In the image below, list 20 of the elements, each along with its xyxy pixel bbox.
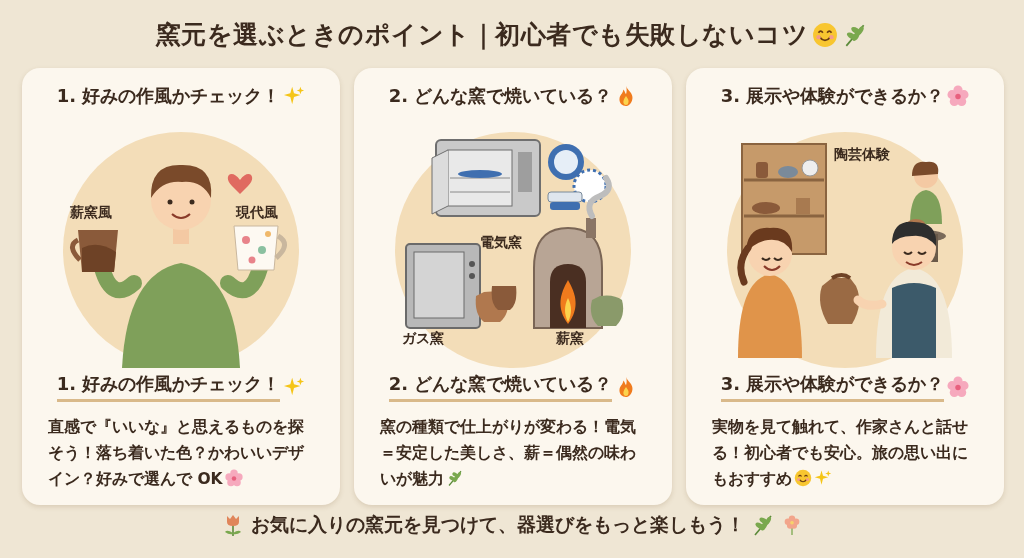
card-description: 実物を見て触れて、作家さんと話せる！初心者でも安心。旅の思い出にもおすすめ — [712, 417, 969, 490]
card-heading: 2. どんな窯で焼いている？ — [388, 84, 613, 108]
card-subheading: 1. 好みの作風かチェック！ — [56, 372, 281, 402]
card-subheading: 3. 展示や体験ができるか？ — [720, 372, 945, 402]
illustration-label: 陶芸体験 — [834, 146, 890, 164]
illustration-label: 電気窯 — [480, 234, 522, 252]
illustration-label: 薪窯 — [556, 330, 584, 348]
illustration-label: 現代風 — [236, 204, 278, 222]
card-subheading: 2. どんな窯で焼いている？ — [388, 372, 613, 402]
illustration-label: 薪窯風 — [70, 204, 112, 222]
card-description: 直感で『いいな』と思えるものを探そう！落ち着いた色？かわいいデザイン？好みで選んで OK — [48, 417, 305, 490]
point-card — [22, 68, 340, 505]
point-card — [354, 68, 672, 505]
card-heading: 3. 展示や体験ができるか？ — [720, 84, 945, 108]
point-card — [686, 68, 1004, 505]
illustration-label: ガス窯 — [402, 330, 444, 348]
footer-message: お気に入りの窯元を見つけて、器選びをもっと楽しもう！ — [251, 512, 745, 537]
title-text: 窯元を選ぶときのポイント｜初心者でも失敗しないコツ — [155, 19, 809, 51]
card-heading: 1. 好みの作風かチェック！ — [56, 84, 281, 108]
card-description: 窯の種類で仕上がりが変わる！電気＝安定した美しさ、薪＝偶然の味わいが魅力 — [380, 417, 637, 490]
